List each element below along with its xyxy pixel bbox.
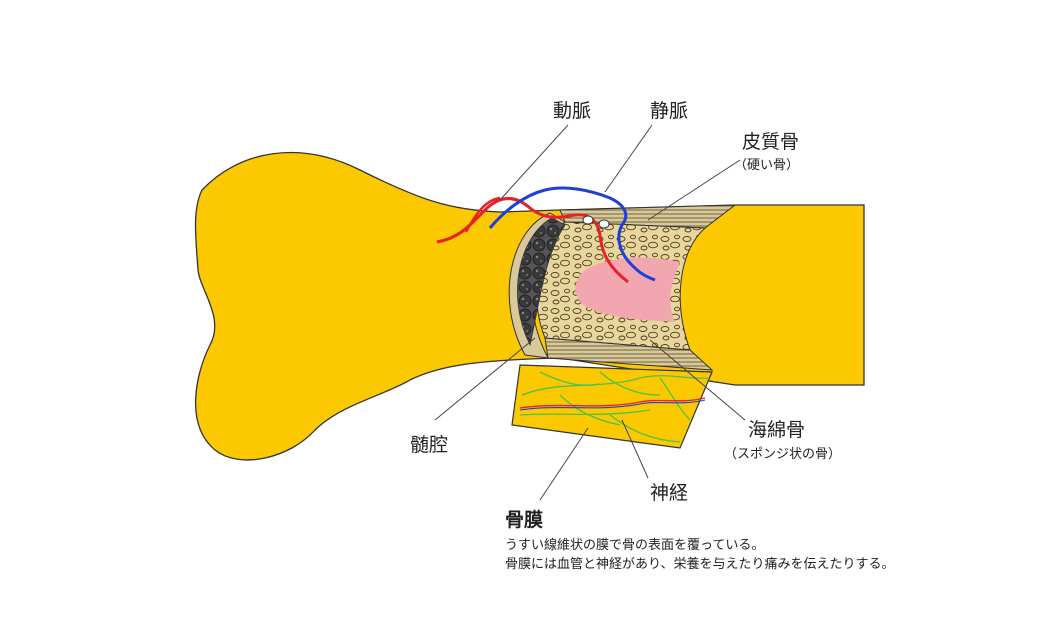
artery-branch — [464, 196, 501, 233]
label-cortical-bone-sub: （硬い骨） — [734, 158, 800, 173]
label-cortical-bone: 皮質骨 — [742, 131, 800, 153]
leader-cortical — [647, 159, 741, 221]
periosteum-description-line2: 骨膜には血管と神経があり、栄養を与えたり痛みを伝えたりする。 — [505, 557, 895, 572]
periosteum-flap — [511, 364, 713, 449]
leader-periosteum — [539, 427, 589, 501]
periosteum-description-line1: うすい線維状の膜で骨の表面を覆っている。 — [505, 538, 765, 553]
cut-face-marrow — [517, 217, 566, 347]
leader-spongy — [649, 339, 746, 421]
vein-vessel — [488, 186, 656, 282]
marrow-pink — [575, 257, 680, 322]
label-nerve: 神経 — [650, 482, 689, 504]
vessel-hole-2 — [598, 219, 610, 229]
label-spongy-bone-sub: （スポンジ状の骨） — [724, 447, 842, 462]
periosteum-vein — [519, 399, 706, 411]
leader-artery — [499, 124, 569, 201]
label-vein: 静脈 — [650, 100, 689, 122]
nerve-network — [519, 371, 709, 443]
vessel-hole-1 — [582, 215, 594, 225]
label-medullary-cavity: 髄腔 — [410, 434, 449, 456]
leader-lines — [434, 124, 746, 501]
periosteum-artery — [519, 397, 706, 409]
leader-nerve — [621, 419, 649, 479]
label-artery: 動脈 — [553, 100, 592, 122]
leader-vein — [604, 124, 653, 193]
label-spongy-bone: 海綿骨 — [748, 419, 806, 441]
artery-vessel — [436, 197, 629, 284]
label-periosteum: 骨膜 — [505, 509, 544, 531]
leader-medullary — [434, 337, 536, 421]
